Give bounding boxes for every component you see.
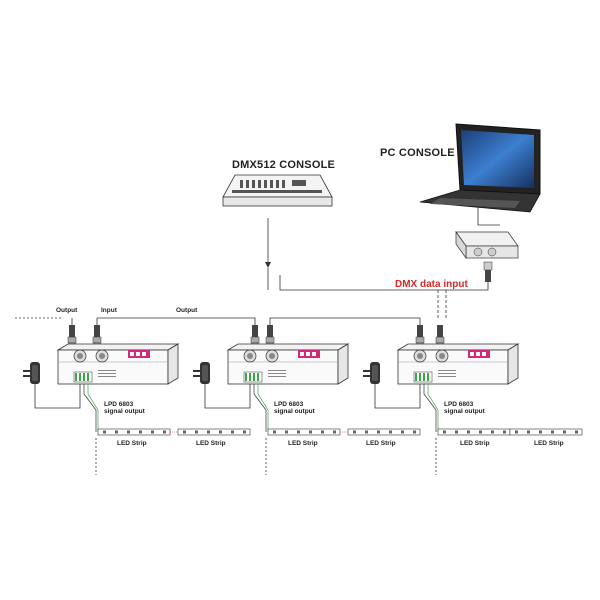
- controller-3: [397, 343, 519, 385]
- power-adapter-2: [193, 362, 210, 384]
- dmx-input-label: DMX data input: [395, 279, 468, 290]
- laptop-icon: [419, 123, 541, 213]
- led-strip-label-1a: LED Strip: [117, 440, 147, 447]
- controller-1: [57, 343, 179, 385]
- led-strip-1b: [177, 428, 251, 436]
- led-strip-2b: [347, 428, 421, 436]
- dmx512-console-label: DMX512 CONSOLE: [232, 159, 336, 171]
- led-strip-3b: [509, 428, 583, 436]
- power-adapter-3: [363, 362, 380, 384]
- led-strip-label-3a: LED Strip: [460, 440, 490, 447]
- led-strip-label-2b: LED Strip: [366, 440, 396, 447]
- led-strip-2a: [267, 428, 341, 436]
- dmx512-console: [222, 174, 333, 207]
- pc-console-label: PC CONSOLE: [380, 147, 455, 159]
- xlr-plug-converter: [483, 261, 493, 282]
- usb-dmx-converter: [455, 230, 519, 260]
- led-strip-label-3b: LED Strip: [534, 440, 564, 447]
- controller-2: [227, 343, 349, 385]
- led-strip-label-1b: LED Strip: [196, 440, 226, 447]
- led-strip-label-2a: LED Strip: [288, 440, 318, 447]
- led-strip-1a: [97, 428, 171, 436]
- output-label-2: Output: [176, 307, 198, 314]
- led-strip-3a: [437, 428, 511, 436]
- output-label-1: Output: [56, 307, 78, 314]
- input-label-1: Input: [101, 307, 117, 314]
- power-adapter-1: [23, 362, 40, 384]
